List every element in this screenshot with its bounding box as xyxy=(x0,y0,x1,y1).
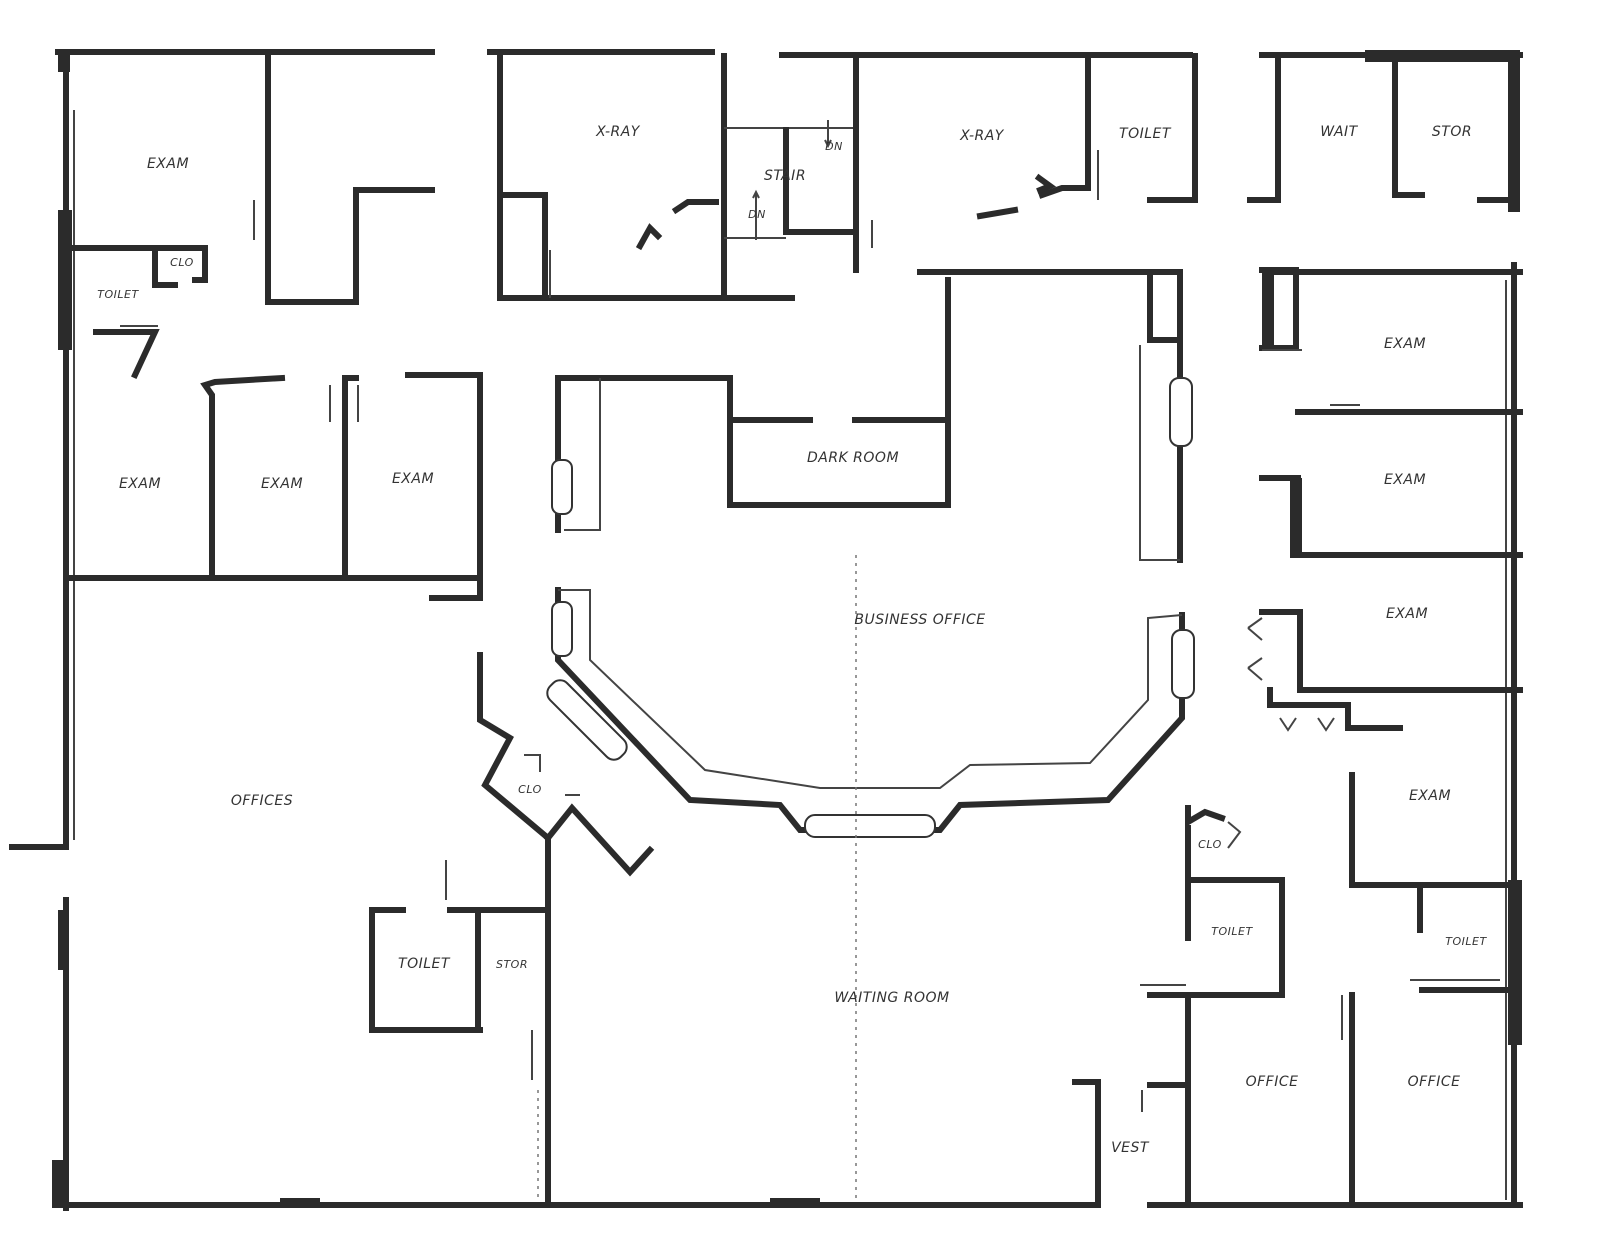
label-waiting-room: WAITING ROOM xyxy=(834,990,949,1006)
nw-rooms-walls xyxy=(63,53,483,601)
label-business-office: BUSINESS OFFICE xyxy=(854,612,985,628)
label-clo-center: CLO xyxy=(518,783,542,796)
label-exam-w1: EXAM xyxy=(119,476,161,492)
label-wait: WAIT xyxy=(1320,124,1358,140)
label-toilet-nw: TOILET xyxy=(97,288,139,301)
label-exam-w3: EXAM xyxy=(392,471,434,487)
label-clo-se: CLO xyxy=(1198,838,1222,851)
label-stor-ne: STOR xyxy=(1432,124,1472,140)
room-labels: EXAM TOILET CLO EXAM EXAM EXAM X-RAY STA… xyxy=(97,124,1487,1156)
business-office-counter xyxy=(546,377,1195,838)
label-stair: STAIR xyxy=(764,168,806,184)
label-office-1: OFFICE xyxy=(1246,1074,1299,1090)
label-dark-room: DARK ROOM xyxy=(807,450,899,466)
ne-rooms-walls xyxy=(555,53,1511,563)
label-stor-sw: STOR xyxy=(496,958,528,971)
label-toilet-se2: TOILET xyxy=(1445,935,1487,948)
exterior-walls xyxy=(9,49,1523,1211)
label-toilet-se1: TOILET xyxy=(1211,925,1253,938)
label-stair-dn-1: DN xyxy=(748,208,766,221)
sw-rooms-walls xyxy=(369,652,655,1208)
label-exam-nw: EXAM xyxy=(147,156,189,172)
label-xray-1: X-RAY xyxy=(595,124,641,140)
label-exam-e1: EXAM xyxy=(1384,336,1426,352)
label-exam-e2: EXAM xyxy=(1384,472,1426,488)
label-exam-e3: EXAM xyxy=(1386,606,1428,622)
label-office-2: OFFICE xyxy=(1408,1074,1461,1090)
label-offices: OFFICES xyxy=(231,793,293,809)
label-clo-nw: CLO xyxy=(170,256,194,269)
se-rooms-walls xyxy=(1072,805,1517,1208)
label-xray-2: X-RAY xyxy=(959,128,1005,144)
label-toilet-n: TOILET xyxy=(1119,126,1172,142)
label-stair-dn-2: DN xyxy=(825,140,843,153)
dashed-guides xyxy=(537,555,857,1200)
label-vest: VEST xyxy=(1111,1140,1150,1156)
label-toilet-sw: TOILET xyxy=(398,956,451,972)
label-exam-e4: EXAM xyxy=(1409,788,1451,804)
label-exam-w2: EXAM xyxy=(261,476,303,492)
east-rooms-walls xyxy=(1247,267,1523,933)
xray-stair-walls xyxy=(497,53,873,301)
